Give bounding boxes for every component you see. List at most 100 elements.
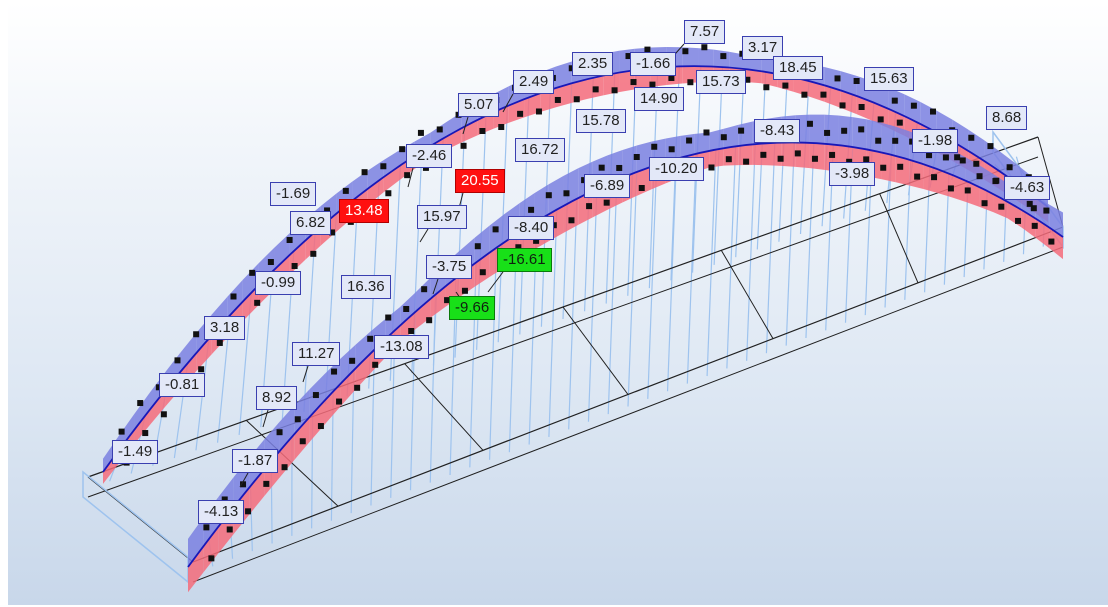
diagram-pos-1-41 [795,142,810,169]
value-label: 15.78 [576,109,626,133]
node-marker [880,164,887,171]
node-marker [385,314,392,321]
diagram-neg-1-45 [852,117,867,150]
diagram-neg-0-2 [134,393,150,431]
node-marker [404,172,411,179]
node-marker [281,464,288,471]
diagram-neg-1-43 [824,114,839,146]
node-marker [926,152,933,159]
diagram-neg-1-46 [866,119,882,153]
value-label: 8.68 [986,106,1028,130]
node-marker [479,128,486,134]
hanger-0-17 [454,126,466,358]
node-marker [846,158,853,165]
diagram-neg-1-11 [355,331,371,369]
node-marker [380,163,387,170]
diagram-neg-0-22 [446,112,462,137]
node-marker [515,244,522,251]
value-label: -1.66 [630,52,677,76]
hanger-1-27 [726,146,737,369]
diagram-pos-1-47 [881,152,896,183]
value-label: -2.46 [406,144,453,168]
hanger-0-10 [303,231,316,412]
value-label: -3.75 [426,255,473,279]
leader-l36 [262,409,269,428]
node-marker [573,96,580,103]
node-marker [877,116,884,123]
node-marker [725,156,732,163]
hanger-1-25 [686,153,697,384]
diagram-pos-1-9 [324,384,341,425]
diagram-pos-0-17 [367,177,384,206]
diagram-pos-1-11 [355,353,371,391]
node-marker [592,86,599,93]
value-label: 16.36 [341,275,391,299]
abutment-left [82,470,189,584]
node-marker [829,151,836,158]
diagram-pos-0-26 [508,99,525,123]
node-marker [839,102,846,109]
node-marker [1006,164,1013,171]
node-marker [630,79,637,86]
node-marker [498,124,505,131]
node-marker [668,146,675,153]
node-marker [968,134,975,141]
node-marker [987,143,994,150]
3d-model-viewport[interactable]: 7.57 3.17 2.35 -1.66 18.45 2.49 15.73 15… [8,2,1108,605]
value-label: 15.97 [417,205,467,229]
node-marker [930,108,937,115]
node-marker [896,119,903,126]
node-marker [947,185,954,192]
cross-beam-1 [245,419,339,507]
node-marker [563,190,570,197]
node-marker [598,164,605,171]
deck-girder-lower-0 [87,156,1039,498]
node-marker [841,127,848,134]
node-marker [811,155,818,162]
hanger-1-23 [647,164,658,399]
node-marker [294,416,301,423]
node-marker [474,243,481,250]
diagram-pos-1-4 [249,469,265,515]
value-label-minimum: -9.66 [449,296,496,320]
node-marker [794,150,801,157]
diagram-neg-1-6 [279,405,295,452]
value-label: 15.73 [696,70,746,94]
value-label: -1.87 [232,449,279,473]
node-marker [633,154,640,160]
node-marker [329,229,336,236]
hanger-1-22 [627,171,638,407]
node-marker [317,423,324,430]
node-marker [342,187,349,194]
node-marker [1031,222,1038,229]
value-label: -1.69 [270,182,317,206]
node-marker [286,237,293,243]
node-marker [760,151,767,158]
value-label: -4.13 [198,500,245,524]
diagram-pos-0-46 [824,85,841,108]
hanger-1-26 [706,149,717,377]
node-marker [834,75,841,82]
node-marker [777,155,784,162]
node-marker [763,84,770,91]
hanger-0-7 [238,292,252,435]
node-marker [687,79,694,86]
diagram-neg-0-29 [556,61,572,88]
node-marker [993,177,1000,184]
hanger-1-28 [746,144,756,361]
value-label: 18.45 [773,56,823,80]
node-marker [586,203,593,210]
node-marker [638,185,645,191]
cross-beam-2 [404,363,484,451]
node-marker [981,200,988,207]
value-label: -0.81 [159,373,206,397]
node-marker [426,317,433,324]
node-marker [267,259,274,266]
diagram-neg-1-34 [694,132,710,155]
diagram-pos-0-3 [149,390,166,426]
diagram-pos-1-1 [203,526,219,573]
value-label: -1.49 [112,440,159,464]
node-marker [897,163,904,170]
leader-l15 [407,167,414,188]
diagram-pos-0-23 [461,120,478,143]
